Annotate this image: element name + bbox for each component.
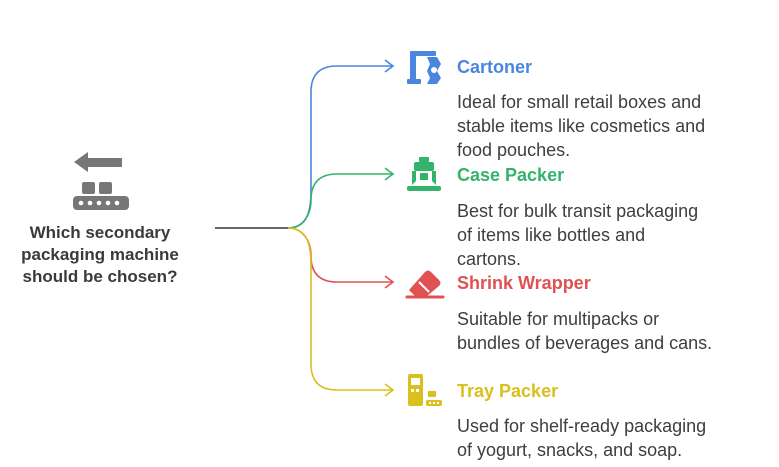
connector-shrink-wrapper <box>287 227 392 283</box>
connector-cartoner <box>287 65 392 229</box>
desc-line: stable items like cosmetics and <box>457 116 706 136</box>
desc-line: Suitable for multipacks or <box>457 309 660 329</box>
connector-case-packer <box>287 173 392 229</box>
eraser-tape-icon <box>405 264 445 305</box>
branch-desc-case-packer: Best for bulk transit packaging of items… <box>457 199 698 271</box>
branch-title-cartoner: Cartoner <box>457 57 533 77</box>
robotic-arm-icon <box>405 48 443 91</box>
desc-line: of items like bottles and <box>457 225 646 245</box>
connector-arrow-shrink-wrapper <box>384 275 395 289</box>
connector-arrow-case-packer <box>384 167 395 181</box>
branch-desc-shrink-wrapper: Suitable for multipacks or bundles of be… <box>457 307 712 355</box>
root-label-line: should be chosen? <box>22 267 178 286</box>
root-label-line: packaging machine <box>21 245 179 264</box>
branch-title-shrink-wrapper: Shrink Wrapper <box>457 273 591 293</box>
connector-arrow-tray-packer <box>384 383 395 397</box>
branch-title-tray-packer: Tray Packer <box>457 381 559 401</box>
conveyor-arrow-icon <box>70 150 132 217</box>
branch-desc-tray-packer: Used for shelf-ready packaging of yogurt… <box>457 414 706 462</box>
root-question: Which secondary packaging machine should… <box>0 222 200 288</box>
desc-line: bundles of beverages and cans. <box>457 333 713 353</box>
branch-title-case-packer: Case Packer <box>457 165 565 185</box>
desc-line: Best for bulk transit packaging <box>457 201 699 221</box>
desc-line: food pouches. <box>457 140 571 160</box>
desc-line: of yogurt, snacks, and soap. <box>457 440 683 460</box>
vending-conveyor-icon <box>405 371 445 414</box>
desc-line: Ideal for small retail boxes and <box>457 92 702 112</box>
root-label-line: Which secondary <box>29 223 171 242</box>
connector-arrow-cartoner <box>384 59 395 73</box>
robot-gripper-icon <box>405 155 443 198</box>
connector-tray-packer <box>287 227 392 391</box>
desc-line: cartons. <box>457 249 522 269</box>
desc-line: Used for shelf-ready packaging <box>457 416 707 436</box>
branch-desc-cartoner: Ideal for small retail boxes and stable … <box>457 90 705 162</box>
